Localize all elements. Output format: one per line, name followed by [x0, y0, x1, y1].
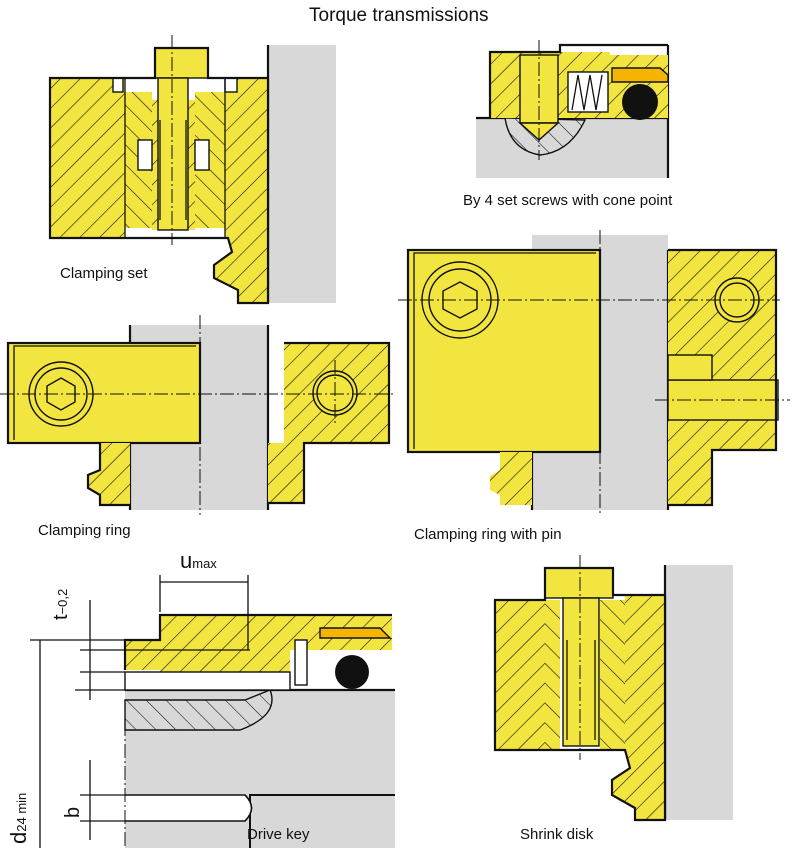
dim-b: b — [62, 806, 84, 818]
label-clamping-ring-pin: Clamping ring with pin — [414, 526, 562, 543]
dim-d24-min: d24 min — [6, 792, 31, 844]
label-clamping-set: Clamping set — [60, 265, 148, 282]
clamping-ring-drawing — [0, 315, 395, 515]
label-clamping-ring: Clamping ring — [38, 522, 131, 539]
shaft-wall — [268, 45, 336, 303]
set-screws-drawing — [476, 40, 670, 178]
drive-key-drawing — [30, 575, 395, 848]
label-drive-key: Drive key — [247, 826, 310, 843]
label-set-screws: By 4 set screws with cone point — [463, 192, 673, 209]
dim-u-max: umax — [180, 548, 217, 573]
label-shrink-disk: Shrink disk — [520, 826, 594, 843]
clamping-set-drawing — [48, 35, 336, 305]
clamping-ring-pin-drawing — [398, 230, 790, 515]
diagram-title: Torque transmissions — [309, 5, 489, 26]
shrink-disk-drawing — [493, 555, 733, 822]
dim-t: t−0,2 — [50, 588, 72, 620]
